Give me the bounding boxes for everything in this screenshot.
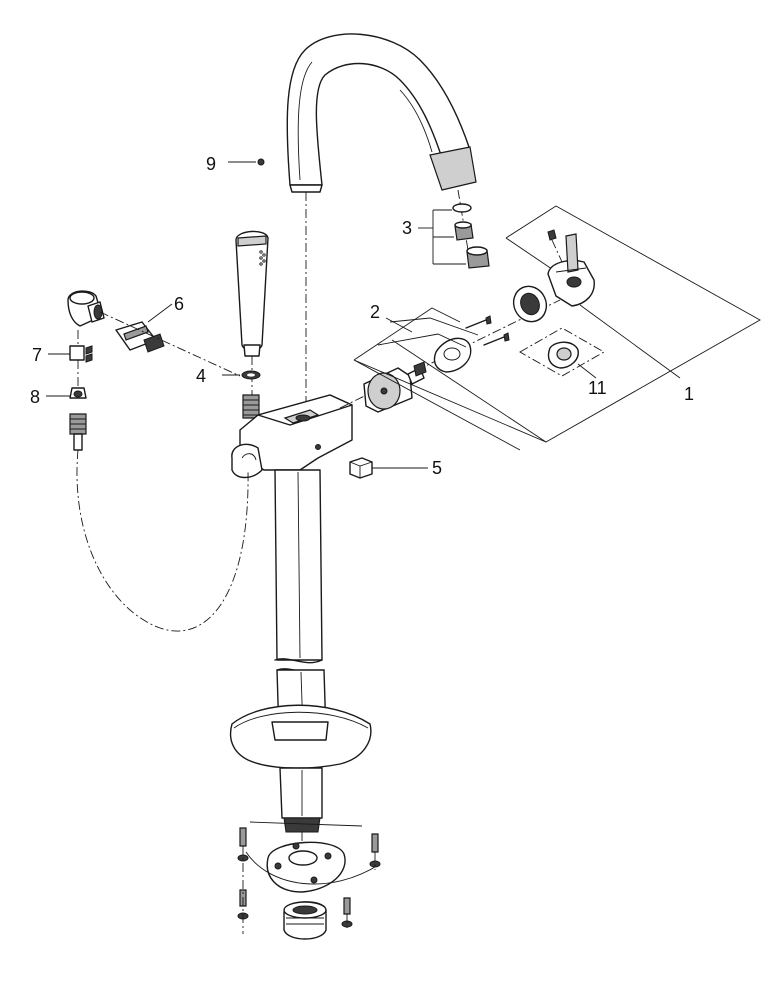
callout-8: 8 [30,387,40,407]
callout-2: 2 [370,302,380,322]
faucet-body [229,394,372,833]
base-nut [283,901,327,940]
nut-part-8 [46,360,87,399]
cartridge [339,299,561,413]
check-valve-part-7 [48,330,93,363]
callout-3: 3 [402,218,412,238]
hand-shower [235,230,269,357]
aerator-part-3 [418,189,490,269]
callout-1: 1 [684,384,694,404]
handle-part-1 [353,205,761,443]
mounting-flange [245,841,381,893]
callout-4: 4 [196,366,206,386]
spout [286,33,477,193]
connector-part-6 [99,303,241,377]
shower-hose [76,449,249,632]
base-screws [237,821,381,934]
callout-11: 11 [588,378,607,398]
retaining-ring-part-2 [353,307,547,451]
washer-part-4 [222,370,261,380]
hose-end-fitting [69,413,87,451]
callout-5: 5 [432,458,442,478]
callout-9: 9 [206,154,216,174]
callout-6: 6 [174,294,184,314]
insert-part-11 [519,327,605,379]
set-screw-part-9 [228,158,265,166]
cap-part-5 [349,457,428,479]
wall-elbow [67,290,105,327]
callout-7: 7 [32,345,42,365]
hose-nut [242,394,260,419]
